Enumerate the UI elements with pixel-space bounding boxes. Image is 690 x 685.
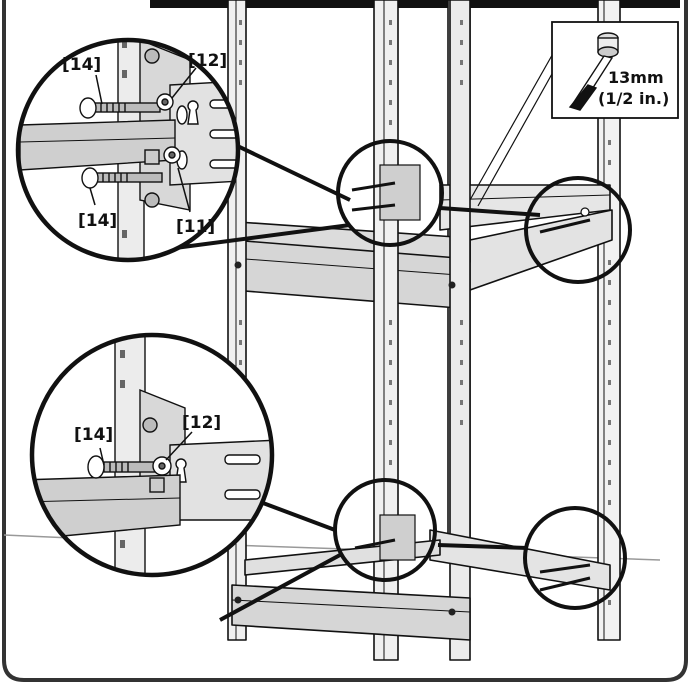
top-bolt-lower	[81, 167, 163, 189]
detail-circle-top	[15, 37, 241, 263]
top-bolt-upper	[79, 97, 161, 119]
zoom-circle-top-back	[439, 176, 632, 284]
callout-bottom-bolt: [14]	[74, 425, 113, 445]
callout-top-bolt-upper: [14]	[62, 55, 101, 75]
callout-top-bolt-lower: [14]	[78, 211, 117, 231]
tool-box: 13mm (1/2 in.)	[551, 21, 679, 119]
callout-bottom-washer: [12]	[182, 413, 221, 433]
callout-top-washer: [12]	[188, 51, 227, 71]
zoom-circle-bottom-back	[437, 506, 627, 610]
socket-wrench-icon	[568, 32, 619, 111]
zoom-circle-top-front	[159, 138, 444, 252]
detail-circle-bottom	[29, 332, 275, 578]
crossbar-bolts	[234, 261, 456, 616]
callout-top-nut: [11]	[176, 217, 215, 237]
tool-size-mm: 13mm	[608, 68, 664, 87]
callouts: [14] [12] [14] [11] [14] [12]	[62, 51, 227, 466]
front-right-post	[449, 0, 471, 661]
tool-size-in: (1/2 in.)	[598, 89, 669, 108]
zoom-circle-bottom-front	[219, 478, 437, 622]
